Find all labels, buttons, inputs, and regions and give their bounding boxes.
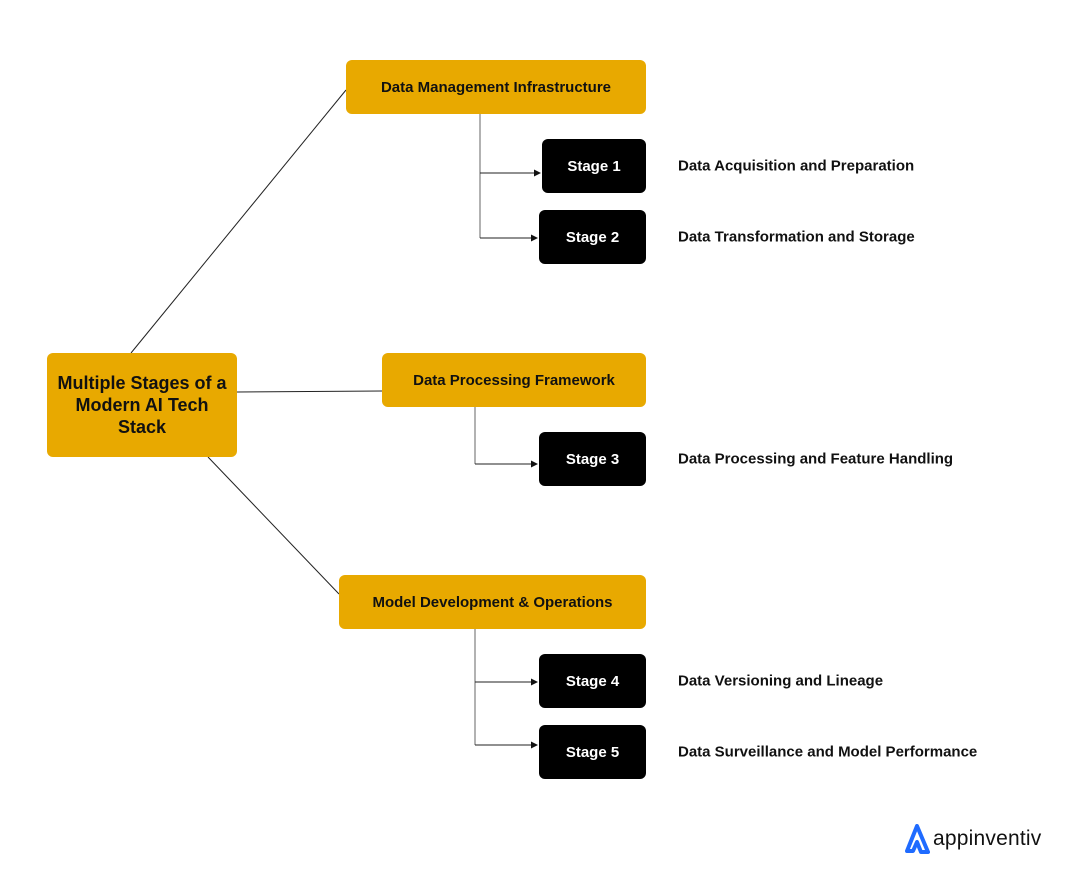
- root-to-dmi-line: [130, 89, 347, 354]
- root-to-mdo-line: [207, 456, 340, 595]
- stage-3-box: Stage 3: [539, 432, 646, 486]
- stage-5-box: Stage 5: [539, 725, 646, 779]
- root-node: Multiple Stages of a Modern AI Tech Stac…: [47, 353, 237, 457]
- stage-1-box: Stage 1: [542, 139, 646, 193]
- stage-1-description: Data Acquisition and Preparation: [678, 157, 915, 175]
- stage-2-box: Stage 2: [539, 210, 646, 264]
- stage-2-description: Data Transformation and Storage: [678, 228, 915, 246]
- category-model-development-operations: Model Development & Operations: [339, 575, 646, 629]
- category-data-management-infrastructure: Data Management Infrastructure: [346, 60, 646, 114]
- appinventiv-logo-icon: [905, 824, 930, 854]
- root-to-dpf-line: [236, 390, 383, 393]
- stage-4-description: Data Versioning and Lineage: [678, 672, 884, 690]
- category-data-processing-framework: Data Processing Framework: [382, 353, 646, 407]
- stage-4-box: Stage 4: [539, 654, 646, 708]
- appinventiv-logo: appinventiv: [904, 824, 1041, 854]
- stage-3-description: Data Processing and Feature Handling: [678, 450, 954, 468]
- logo-text: appinventiv: [933, 827, 1042, 850]
- stage-5-description: Data Surveillance and Model Performance: [678, 743, 978, 761]
